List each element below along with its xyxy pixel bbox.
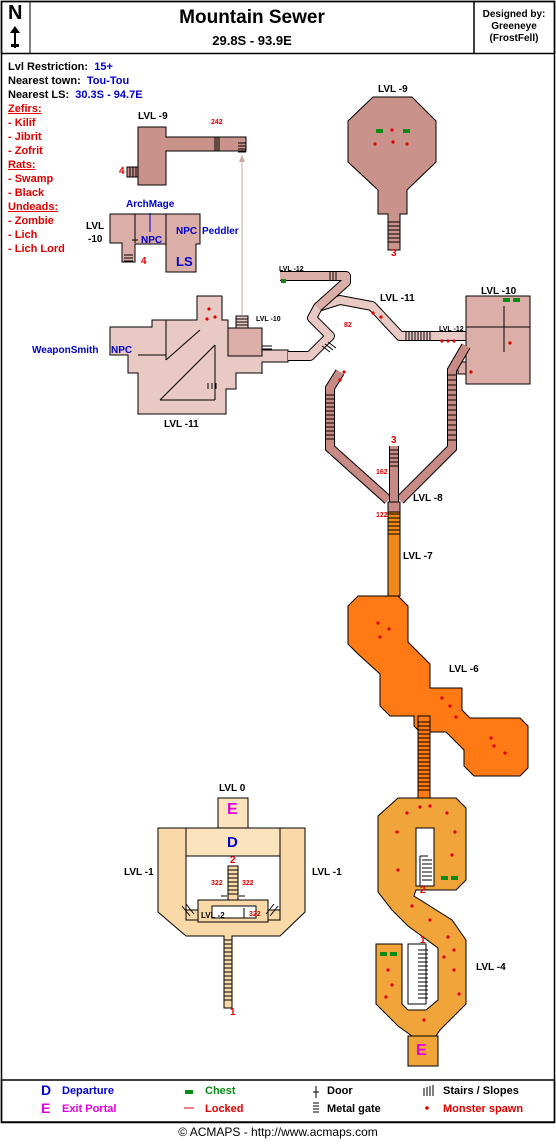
exit-legend-letter: E: [41, 1100, 51, 1116]
departure-legend: Departure: [62, 1085, 114, 1097]
lvl-6-cave: [347, 595, 529, 799]
npc-label: NPC: [141, 235, 163, 246]
exit-legend: Exit Portal: [62, 1103, 117, 1115]
nearest-town-label: Nearest town:: [8, 75, 81, 87]
lvl-7-corridor: [387, 501, 401, 597]
lvl-restriction-label: Lvl Restriction:: [8, 61, 89, 73]
connection-number: 3: [391, 248, 397, 259]
lvl-11-corridor: [280, 271, 466, 361]
info-panel: Lvl Restriction: 15+ Nearest town: Tou-T…: [8, 60, 143, 256]
monster-item: - Lich Lord: [8, 243, 65, 255]
monster-group: Zefirs:: [8, 103, 42, 115]
level-label: LVL -1: [124, 867, 154, 878]
connection-number: 3: [391, 435, 397, 446]
stairs-legend: Stairs / Slopes: [443, 1085, 519, 1097]
nearest-ls-row: Nearest LS: 30.3S - 94.7E: [8, 88, 143, 102]
lock-value: 242: [211, 119, 223, 126]
monster-group: Rats:: [8, 159, 36, 171]
north-label: N: [8, 2, 23, 24]
connection-number: 1: [420, 935, 426, 946]
lock-value: 322: [249, 911, 261, 918]
weaponsmith-label: WeaponSmith: [32, 345, 99, 356]
level-label: LVL -12: [279, 266, 304, 273]
lvl-10-right-room: [457, 295, 531, 385]
chests: [281, 129, 520, 956]
monster-item: - Zombie: [8, 215, 54, 227]
lvl-restriction-value: 15+: [94, 61, 113, 73]
monster-item: - Jibrit: [8, 131, 42, 143]
designer-name: Greeneye: [491, 21, 537, 32]
lvl-restriction-row: Lvl Restriction: 15+: [8, 60, 143, 74]
level-label: LVL -11: [380, 293, 415, 304]
exit-portal-marker: E: [416, 1042, 427, 1059]
footer-copyright: © ACMAPS - http://www.acmaps.com: [178, 1125, 378, 1139]
connection-number: 4: [119, 166, 125, 177]
level-label: LVL: [86, 221, 105, 232]
lvl-4-s-cave: [375, 797, 467, 1067]
level-label: LVL -7: [403, 551, 433, 562]
page-title: Mountain Sewer: [179, 7, 325, 28]
monster-item: - Lich: [8, 229, 38, 241]
monster-item: - Black: [8, 187, 45, 199]
monster-item: - Swamp: [8, 173, 54, 185]
archmage-label: ArchMage: [126, 199, 175, 210]
level-label: LVL -1: [312, 867, 342, 878]
level-label: LVL -9: [138, 111, 168, 122]
designer-guild: (FrostFell): [489, 33, 539, 44]
metal-gate-legend: Metal gate: [327, 1103, 381, 1115]
lodestone-label: LS: [176, 254, 193, 269]
lock-value: 322: [211, 880, 223, 887]
lvl-10-npc-area: [109, 213, 201, 273]
connection-number: 1: [230, 1007, 236, 1018]
chest-legend: Chest: [205, 1085, 236, 1097]
level-label: LVL -2: [201, 911, 225, 920]
nearest-town-value: Tou-Tou: [86, 75, 130, 87]
nearest-town-row: Nearest town: Tou-Tou: [8, 74, 143, 88]
lock-value: 82: [344, 322, 352, 329]
monster-spawns: [205, 128, 512, 1022]
lock-value: 162: [376, 469, 388, 476]
level-label: LVL -6: [449, 664, 479, 675]
designed-by-label: Designed by:: [482, 9, 546, 20]
level-label: LVL -4: [476, 962, 506, 973]
level-label: LVL 0: [219, 783, 246, 794]
npc-label: NPC: [111, 345, 133, 356]
exit-portal-marker: E: [227, 801, 238, 818]
connection-number: 4: [141, 256, 147, 267]
north-arrow-icon: [10, 26, 20, 48]
nearest-ls-value: 30.3S - 94.7E: [75, 89, 143, 101]
legend-icons: [184, 1085, 434, 1113]
level-label: LVL -10: [256, 316, 281, 323]
locked-legend: Locked: [205, 1103, 244, 1115]
npc-label: NPC: [176, 226, 198, 237]
connection-number: 2: [230, 855, 236, 866]
peddler-label: Peddler: [202, 226, 239, 237]
lock-value: 122: [376, 512, 388, 519]
monster-group: Undeads:: [8, 201, 59, 213]
nearest-ls-label: Nearest LS:: [8, 89, 70, 101]
connection-number: 2: [420, 885, 426, 896]
level-label: LVL -8: [413, 493, 443, 504]
lvl-11-descent: [325, 343, 471, 506]
departure-legend-letter: D: [41, 1082, 52, 1098]
level-label: -10: [88, 234, 103, 245]
level-label: LVL -10: [481, 286, 517, 297]
lvl-9-left-area: [126, 126, 247, 315]
level-label: LVL -11: [164, 419, 199, 430]
lock-value: 322: [242, 880, 254, 887]
level-label: LVL -12: [439, 326, 464, 333]
monster-item: - Kilif: [8, 117, 36, 129]
monster-item: - Zofrit: [8, 145, 43, 157]
entrance-complex: [157, 797, 306, 1009]
lvl-11-main-area: [109, 295, 289, 415]
departure-marker: D: [227, 834, 238, 851]
level-label: LVL -9: [378, 84, 408, 95]
lvl-9-octagon: [347, 96, 437, 251]
spawn-legend: Monster spawn: [443, 1103, 524, 1115]
coordinates: 29.8S - 93.9E: [212, 33, 292, 48]
door-legend: Door: [327, 1085, 353, 1097]
